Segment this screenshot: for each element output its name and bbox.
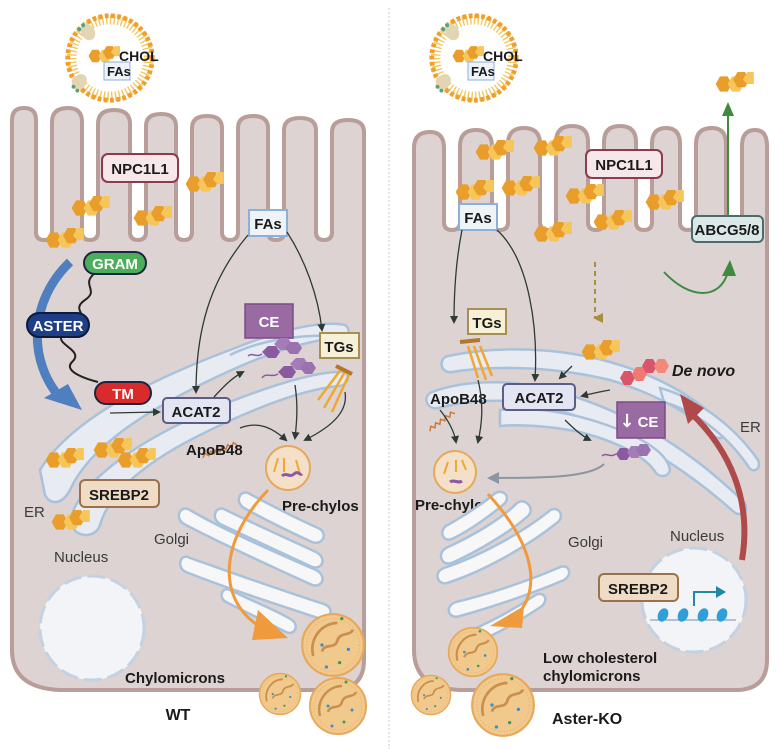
wt-npc1l1-box bbox=[101, 153, 179, 183]
ko-er-label: ER bbox=[740, 419, 761, 436]
ce-decrease-arrow-icon: ↓ bbox=[619, 411, 634, 432]
ko-golgi-label: Golgi bbox=[568, 534, 603, 551]
ko-acat2-box bbox=[502, 383, 576, 411]
wt-micelle-fas-label: FAs bbox=[107, 64, 131, 79]
wt-apob48-icon bbox=[202, 441, 238, 459]
tm-label: TM bbox=[112, 386, 134, 403]
ko-apob48-icon bbox=[429, 411, 455, 432]
wt-pathway-arrows bbox=[109, 231, 347, 442]
wt-er-label: ER bbox=[24, 504, 45, 521]
ko-tgs-label: TGs bbox=[472, 315, 501, 332]
wt-acat2-box bbox=[162, 397, 231, 424]
ko-secretion-arrowhead-icon bbox=[490, 606, 524, 628]
wt-tgs-box bbox=[319, 332, 360, 359]
triglyceride-icon bbox=[459, 338, 494, 381]
ko-ce-box bbox=[616, 401, 666, 439]
ko-npc1l1-box bbox=[585, 149, 663, 179]
wt-ce-label: CE bbox=[259, 314, 280, 331]
de-novo-arrowhead-icon bbox=[680, 394, 704, 424]
cholesteryl-ester-icon bbox=[247, 338, 302, 358]
wt-nucleus bbox=[38, 574, 146, 682]
ko-micelle-chol-label: CHOL bbox=[483, 48, 523, 64]
ko-pre-chylo-icon bbox=[433, 450, 477, 494]
ko-nucleus-label: Nucleus bbox=[670, 528, 724, 545]
wt-nucleus-label: Nucleus bbox=[54, 549, 108, 566]
cholesteryl-ester-icon bbox=[601, 444, 651, 460]
aster-arrowhead-icon bbox=[44, 384, 82, 410]
ko-acat2-label: ACAT2 bbox=[515, 390, 564, 407]
wt-micelle-chol-label: CHOL bbox=[119, 48, 159, 64]
wt-chylomicrons-label: Chylomicrons bbox=[125, 670, 225, 687]
ko-chylomicrons-label-line2: chylomicrons bbox=[543, 668, 641, 685]
efflux-arrowhead-icon bbox=[722, 102, 734, 116]
triglyceride-icon bbox=[317, 364, 353, 413]
ce-to-prechylo-arrow bbox=[487, 463, 605, 484]
ko-micelle-fas-label: FAs bbox=[471, 64, 495, 79]
wt-apob48-label: ApoB48 bbox=[186, 442, 243, 459]
chylomicron-icon bbox=[300, 612, 366, 678]
wt-golgi-label: Golgi bbox=[154, 531, 189, 548]
ko-tgs-box bbox=[467, 308, 507, 335]
effluxed-cholesterol-icon bbox=[715, 72, 754, 92]
ko-micelle-fas-box bbox=[467, 61, 495, 81]
wt-srebp2-label: SREBP2 bbox=[89, 487, 149, 504]
wt-pre-chylo-icon bbox=[265, 445, 311, 491]
transcription-start-arrow bbox=[693, 591, 718, 606]
chylomicron-icon bbox=[308, 676, 368, 736]
wt-npc1l1-label: NPC1L1 bbox=[111, 161, 169, 178]
wt-micelle-fas-box bbox=[103, 61, 131, 81]
chylomicron-icon bbox=[447, 626, 499, 678]
wt-ce-box bbox=[244, 303, 294, 339]
ko-pathway-arrows bbox=[439, 229, 611, 444]
abcg5-8-label: ABCG5/8 bbox=[694, 222, 759, 239]
gram-domain-badge bbox=[83, 251, 147, 275]
chylomicron-icon bbox=[258, 672, 302, 716]
wt-fas-box bbox=[248, 209, 288, 237]
gram-label: GRAM bbox=[92, 256, 138, 273]
abcg-recycle-arrow bbox=[663, 271, 729, 294]
wt-secretion-arrow bbox=[227, 488, 270, 630]
chylomicron-icon bbox=[410, 674, 452, 716]
ko-ce-label: CE bbox=[638, 414, 659, 431]
nucleosome-icons bbox=[657, 608, 728, 622]
tm-domain-badge bbox=[94, 381, 152, 405]
ko-apob48-label: ApoB48 bbox=[430, 391, 487, 408]
ko-npc1l1-label: NPC1L1 bbox=[595, 157, 653, 174]
ko-srebp2-box bbox=[598, 573, 679, 602]
cholesteryl-ester-icon bbox=[261, 358, 316, 379]
transcription-arrowhead-icon bbox=[716, 586, 726, 598]
ko-fas-box bbox=[458, 203, 498, 231]
aster-label: ASTER bbox=[33, 318, 84, 335]
de-novo-cholesterol-icon bbox=[620, 359, 669, 385]
wt-srebp2-box bbox=[79, 479, 160, 508]
wt-secretion-arrowhead-icon bbox=[252, 610, 288, 640]
ko-fas-label: FAs bbox=[464, 210, 492, 227]
ko-srebp2-label: SREBP2 bbox=[608, 581, 668, 598]
abcg-recycle-arrowhead-icon bbox=[722, 260, 736, 276]
ko-chylomicrons-label-line1: Low cholesterol bbox=[543, 650, 657, 667]
wt-fas-label: FAs bbox=[254, 216, 282, 233]
chylomicron-icon bbox=[470, 672, 536, 738]
wt-acat2-label: ACAT2 bbox=[172, 404, 221, 421]
aster-badge bbox=[26, 312, 90, 338]
ko-caption: Aster-KO bbox=[552, 711, 622, 728]
wt-tgs-label: TGs bbox=[324, 339, 353, 356]
de-novo-label: De novo bbox=[672, 363, 735, 380]
wt-pre-chylos-label: Pre-chylos bbox=[282, 498, 359, 515]
de-novo-synthesis-arrow bbox=[687, 409, 748, 561]
wt-caption: WT bbox=[166, 707, 191, 724]
